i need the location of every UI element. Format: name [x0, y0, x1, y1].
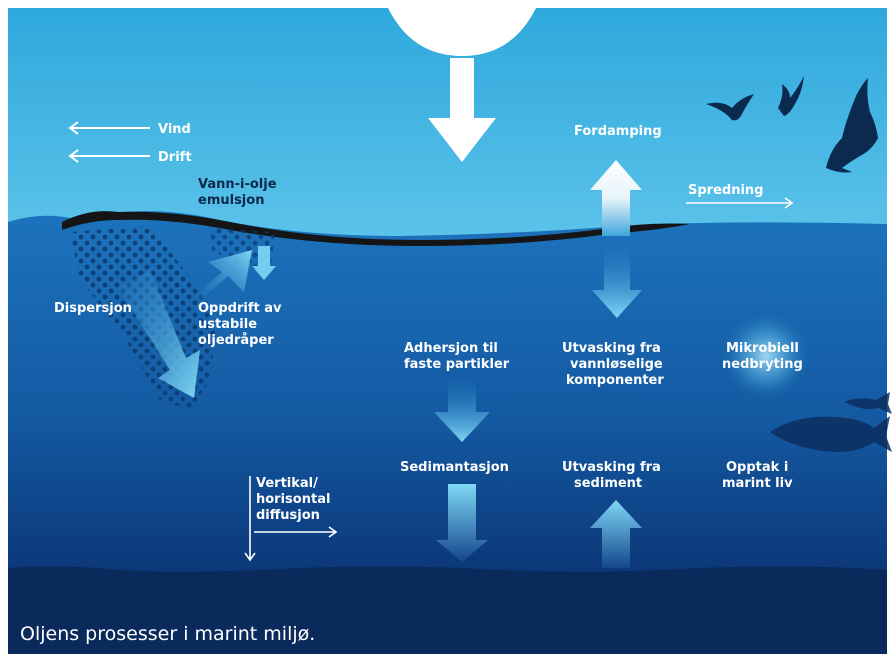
spreading-arrow	[686, 197, 794, 209]
fish-icon	[770, 392, 892, 452]
label-diffusjon-3: diffusjon	[256, 508, 320, 523]
diffusion-arrows	[244, 476, 338, 562]
label-adhesion-1: Adhersjon til	[404, 341, 498, 356]
label-mikrobiell-1: Mikrobiell	[726, 341, 799, 356]
wind-arrow	[68, 121, 150, 135]
sedimentation-arrow	[436, 484, 488, 562]
label-utvasking-vann-2: vannløselige	[570, 357, 663, 372]
label-drift: Drift	[158, 150, 192, 165]
drift-arrow	[68, 149, 150, 163]
seabird-icon	[706, 76, 878, 173]
label-opptak-2: marint liv	[722, 476, 793, 491]
label-utvasking-vann-1: Utvasking fra	[562, 341, 661, 356]
dispersion-arrow	[118, 270, 200, 398]
label-sedimentasjon: Sedimantasjon	[400, 460, 509, 475]
label-opptak-1: Opptak i	[726, 460, 788, 475]
leaching-arrow	[590, 500, 642, 568]
label-diffusjon-1: Vertikal/	[256, 476, 318, 491]
sea-body	[8, 211, 887, 580]
microbial-glow	[722, 312, 810, 400]
adhesion-arrow	[434, 382, 490, 442]
label-utvasking-sediment-2: sediment	[574, 476, 642, 491]
emulsion-arrow	[252, 246, 276, 280]
evaporation-arrow	[590, 160, 642, 236]
oil-slick	[62, 211, 690, 246]
label-oppdrift-2: ustabile	[198, 317, 257, 332]
label-emulsion-1: Vann-i-olje	[198, 177, 277, 192]
label-adhesion-2: faste partikler	[404, 357, 510, 372]
buoyancy-arrow	[194, 250, 252, 300]
label-spredning: Spredning	[688, 183, 763, 198]
label-vind: Vind	[158, 122, 191, 137]
label-emulsion-2: emulsjon	[198, 193, 264, 208]
label-utvasking-vann-3: komponenter	[566, 373, 664, 388]
figure-caption: Oljens prosesser i marint miljø.	[20, 623, 315, 645]
sun-icon	[388, 8, 536, 56]
label-dispersjon: Dispersjon	[54, 301, 132, 316]
dissolution-arrow	[592, 246, 642, 318]
sunlight-arrow	[428, 58, 496, 162]
label-utvasking-sediment-1: Utvasking fra	[562, 460, 661, 475]
label-mikrobiell-2: nedbryting	[722, 357, 803, 372]
label-fordamping: Fordamping	[574, 124, 662, 139]
label-diffusjon-2: horisontal	[256, 492, 330, 507]
label-oppdrift-3: oljedråper	[198, 333, 274, 348]
seabed	[8, 566, 887, 654]
label-oppdrift-1: Oppdrift av	[198, 301, 282, 316]
